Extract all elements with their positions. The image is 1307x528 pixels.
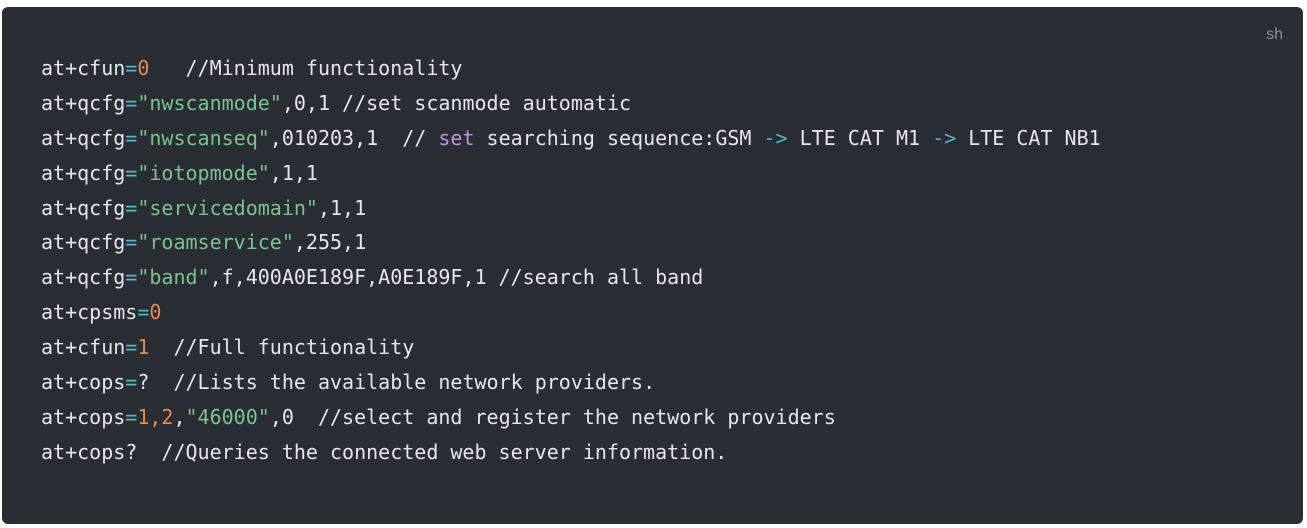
code-line: at+qcfg="servicedomain",1,1 xyxy=(41,191,1101,226)
code-token: 1,2 xyxy=(137,404,174,429)
code-token: "roamservice" xyxy=(137,230,294,255)
code-token: "nwscanseq" xyxy=(137,125,270,150)
code-token: = xyxy=(125,56,138,80)
code-token: ,0,1 //set scanmode automatic xyxy=(281,90,632,115)
code-token: at+qcfg xyxy=(41,160,126,185)
code-token: LTE CAT M1 xyxy=(787,125,933,150)
code-token: ,0 //select and register the network pro… xyxy=(269,404,836,429)
code-line: at+cpsms=0 xyxy=(41,295,1101,330)
code-token: = xyxy=(125,404,138,429)
code-token: at+cfun xyxy=(41,335,126,360)
code-token: "iotopmode" xyxy=(137,160,270,185)
code-token: //Full functionality xyxy=(149,335,415,360)
code-line: at+cfun=0 //Minimum functionality xyxy=(41,51,1101,86)
code-line: at+cfun=1 //Full functionality xyxy=(41,330,1101,365)
code-token: = xyxy=(125,230,138,255)
code-token: "band" xyxy=(137,265,210,290)
code-line: at+qcfg="nwscanmode",0,1 //set scanmode … xyxy=(41,86,1101,121)
code-token: at+qcfg xyxy=(41,230,126,255)
code-token: ,255,1 xyxy=(293,230,367,255)
code-line: at+cops=1,2,"46000",0 //select and regis… xyxy=(41,400,1101,435)
code-token: //Minimum functionality xyxy=(149,56,463,80)
code-token: 0 xyxy=(137,56,150,80)
code-token: , xyxy=(173,404,186,429)
code-token: "46000" xyxy=(185,404,270,429)
code-token: at+cpsms xyxy=(41,300,138,325)
language-label: sh xyxy=(1266,26,1283,43)
code-line: at+qcfg="nwscanseq",010203,1 // set sear… xyxy=(41,121,1101,156)
code-token: ,010203,1 // xyxy=(269,125,439,150)
code-token: at+qcfg xyxy=(41,90,126,115)
code-token: at+cops? //Queries the connected web ser… xyxy=(41,439,728,464)
code-token: = xyxy=(137,300,150,325)
code-line: at+qcfg="roamservice",255,1 xyxy=(41,225,1101,260)
code-token: -> xyxy=(763,125,788,150)
code-token: ,f,400A0E189F,A0E189F,1 //search all ban… xyxy=(209,265,704,290)
code-token: searching sequence:GSM xyxy=(474,125,764,150)
code-token: 1 xyxy=(137,335,150,360)
code-token: at+qcfg xyxy=(41,265,126,290)
code-token: "servicedomain" xyxy=(137,195,318,220)
code-token: LTE CAT NB1 xyxy=(956,125,1101,150)
code-token: ,1,1 xyxy=(269,160,318,185)
code-token: at+cfun xyxy=(41,56,126,80)
code-token: = xyxy=(125,265,138,290)
code-token: ? //Lists the available network provider… xyxy=(137,370,656,395)
code-token: = xyxy=(125,125,138,150)
code-token: -> xyxy=(932,125,957,150)
code-token: at+cops xyxy=(41,370,126,395)
code-line: at+cops=? //Lists the available network … xyxy=(41,365,1101,400)
code-token: 0 xyxy=(149,300,162,325)
code-token: at+qcfg xyxy=(41,125,126,150)
code-token: "nwscanmode" xyxy=(137,90,282,115)
code-token: = xyxy=(125,90,138,115)
code-token: set xyxy=(438,125,475,150)
code-line: at+qcfg="band",f,400A0E189F,A0E189F,1 //… xyxy=(41,260,1101,295)
code-token: ,1,1 xyxy=(317,195,367,220)
code-line: at+qcfg="iotopmode",1,1 xyxy=(41,156,1101,191)
code-token: = xyxy=(125,160,138,185)
code-token: at+cops xyxy=(41,404,126,429)
code-line: at+cops? //Queries the connected web ser… xyxy=(41,435,1101,470)
code-token: at+qcfg xyxy=(41,195,126,220)
code-token: = xyxy=(125,335,138,360)
code-token: = xyxy=(125,195,138,220)
code-token: = xyxy=(125,370,138,395)
